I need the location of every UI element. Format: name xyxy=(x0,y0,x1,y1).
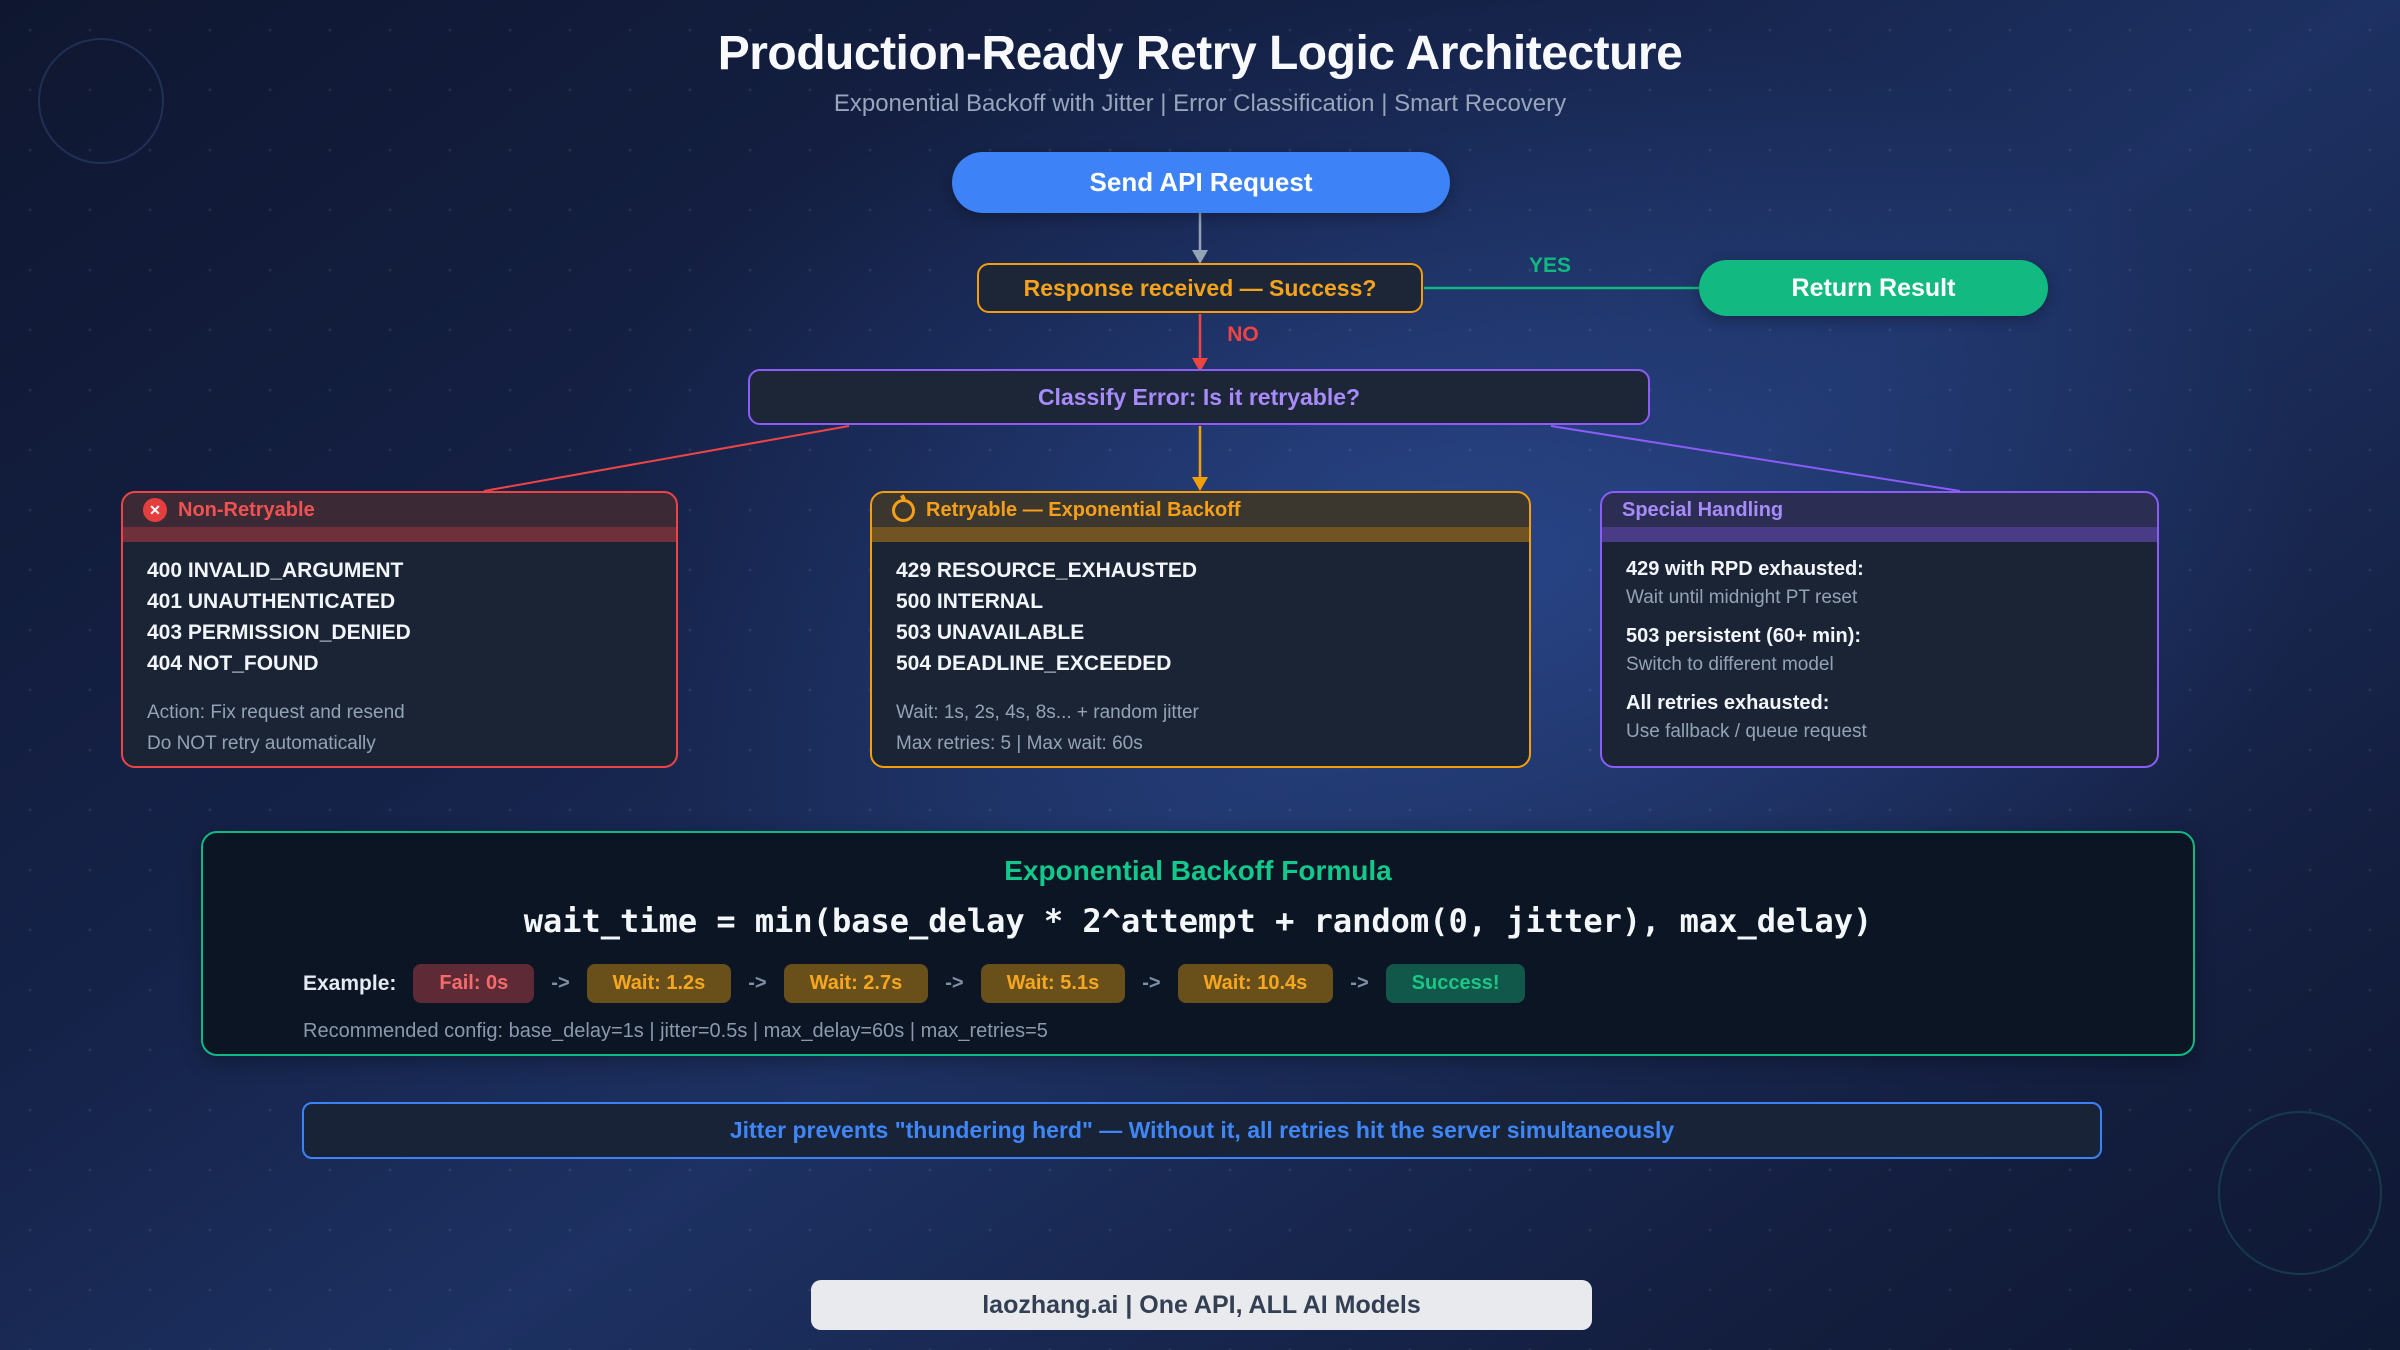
step-chip-fail: Fail: 0s xyxy=(413,964,535,1003)
note-line: Do NOT retry automatically xyxy=(147,733,376,754)
decorative-circle-top-left xyxy=(38,38,164,164)
note-line: Action: Fix request and resend xyxy=(147,702,405,723)
jitter-note: Jitter prevents "thundering herd" — With… xyxy=(302,1102,2102,1159)
error-code-line: 403 PERMISSION_DENIED xyxy=(147,621,411,644)
note-line: Max retries: 5 | Max wait: 60s xyxy=(896,733,1143,754)
non-retryable-body: 400 INVALID_ARGUMENT 401 UNAUTHENTICATED… xyxy=(123,542,676,759)
example-label: Example: xyxy=(303,971,397,995)
retryable-body: 429 RESOURCE_EXHAUSTED 500 INTERNAL 503 … xyxy=(872,542,1529,759)
non-retryable-header-strip xyxy=(123,527,676,542)
retryable-header: Retryable — Exponential Backoff xyxy=(872,493,1529,527)
error-code-line: 503 UNAVAILABLE xyxy=(896,621,1085,644)
special-item-detail: Use fallback / queue request xyxy=(1626,721,1867,742)
formula-title: Exponential Backoff Formula xyxy=(1004,855,1392,886)
decorative-circle-bottom-right xyxy=(2218,1111,2382,1275)
special-handling-card: Special Handling 429 with RPD exhausted:… xyxy=(1600,491,2159,768)
page-subtitle: Exponential Backoff with Jitter | Error … xyxy=(833,90,1567,117)
edge-retryable-arrowhead xyxy=(1192,477,1208,491)
backoff-formula-panel: Exponential Backoff Formula wait_time = … xyxy=(201,831,2195,1056)
special-item-detail: Switch to different model xyxy=(1626,654,1834,675)
special-handling-title: Special Handling xyxy=(1622,498,1784,521)
error-code-line: 404 NOT_FOUND xyxy=(147,652,319,675)
error-code-line: 504 DEADLINE_EXCEEDED xyxy=(896,652,1172,675)
special-item-heading: 429 with RPD exhausted: xyxy=(1626,558,1864,580)
classify-error-node: Classify Error: Is it retryable? xyxy=(748,369,1650,425)
special-item-heading: 503 persistent (60+ min): xyxy=(1626,625,1862,647)
formula-code: wait_time = min(base_delay * 2^attempt +… xyxy=(523,902,1873,940)
step-chip-wait: Wait: 5.1s xyxy=(980,964,1126,1003)
special-item-heading: All retries exhausted: xyxy=(1626,692,1830,714)
step-arrow: -> xyxy=(1350,972,1369,994)
footer-brand-badge: laozhang.ai | One API, ALL AI Models xyxy=(811,1280,1592,1330)
non-retryable-header: ✕ Non-Retryable xyxy=(123,493,676,527)
note-line: Wait: 1s, 2s, 4s, 8s... + random jitter xyxy=(896,702,1199,723)
step-chip-wait: Wait: 10.4s xyxy=(1177,964,1334,1003)
error-code-line: 401 UNAUTHENTICATED xyxy=(147,590,396,613)
special-handling-body: 429 with RPD exhausted: Wait until midni… xyxy=(1602,542,2157,745)
special-handling-header-strip xyxy=(1602,527,2157,542)
error-circle-icon: ✕ xyxy=(143,498,167,522)
edge-send-arrowhead xyxy=(1192,250,1208,264)
no-edge-label: NO xyxy=(1227,323,1259,346)
non-retryable-notes: Action: Fix request and resend Do NOT re… xyxy=(147,697,652,759)
retryable-header-strip xyxy=(872,527,1529,542)
step-arrow: -> xyxy=(748,972,767,994)
page-title: Production-Ready Retry Logic Architectur… xyxy=(717,27,1683,80)
success-decision-node: Response received — Success? xyxy=(977,263,1423,313)
send-api-request-node: Send API Request xyxy=(952,152,1450,213)
error-code-line: 400 INVALID_ARGUMENT xyxy=(147,559,404,582)
special-item: 429 with RPD exhausted: Wait until midni… xyxy=(1626,555,2133,611)
error-code-line: 500 INTERNAL xyxy=(896,590,1044,613)
special-handling-header: Special Handling xyxy=(1602,493,2157,527)
error-code-line: 429 RESOURCE_EXHAUSTED xyxy=(896,559,1198,582)
non-retryable-title: Non-Retryable xyxy=(178,498,315,521)
retryable-notes: Wait: 1s, 2s, 4s, 8s... + random jitter … xyxy=(896,697,1505,759)
edge-classify-to-nonretryable xyxy=(483,425,850,492)
retryable-title: Retryable — Exponential Backoff xyxy=(926,498,1241,521)
step-arrow: -> xyxy=(551,972,570,994)
step-arrow: -> xyxy=(945,972,964,994)
special-item-detail: Wait until midnight PT reset xyxy=(1626,587,1858,608)
yes-edge-label: YES xyxy=(1528,254,1572,277)
special-item: 503 persistent (60+ min): Switch to diff… xyxy=(1626,622,2133,678)
edge-classify-to-special xyxy=(1550,425,1961,492)
clock-icon xyxy=(892,498,915,522)
step-chip-wait: Wait: 2.7s xyxy=(783,964,929,1003)
retryable-card: Retryable — Exponential Backoff 429 RESO… xyxy=(870,491,1531,768)
recommended-config: Recommended config: base_delay=1s | jitt… xyxy=(303,1020,1048,1042)
step-chip-success: Success! xyxy=(1385,964,1526,1003)
non-retryable-card: ✕ Non-Retryable 400 INVALID_ARGUMENT 401… xyxy=(121,491,678,768)
step-chip-wait: Wait: 1.2s xyxy=(586,964,732,1003)
error-x-glyph: ✕ xyxy=(149,501,161,518)
return-result-node: Return Result xyxy=(1699,260,2048,316)
step-arrow: -> xyxy=(1142,972,1161,994)
special-item: All retries exhausted: Use fallback / qu… xyxy=(1626,689,2133,745)
formula-example-row: Example: Fail: 0s -> Wait: 1.2s -> Wait:… xyxy=(303,964,2193,1003)
